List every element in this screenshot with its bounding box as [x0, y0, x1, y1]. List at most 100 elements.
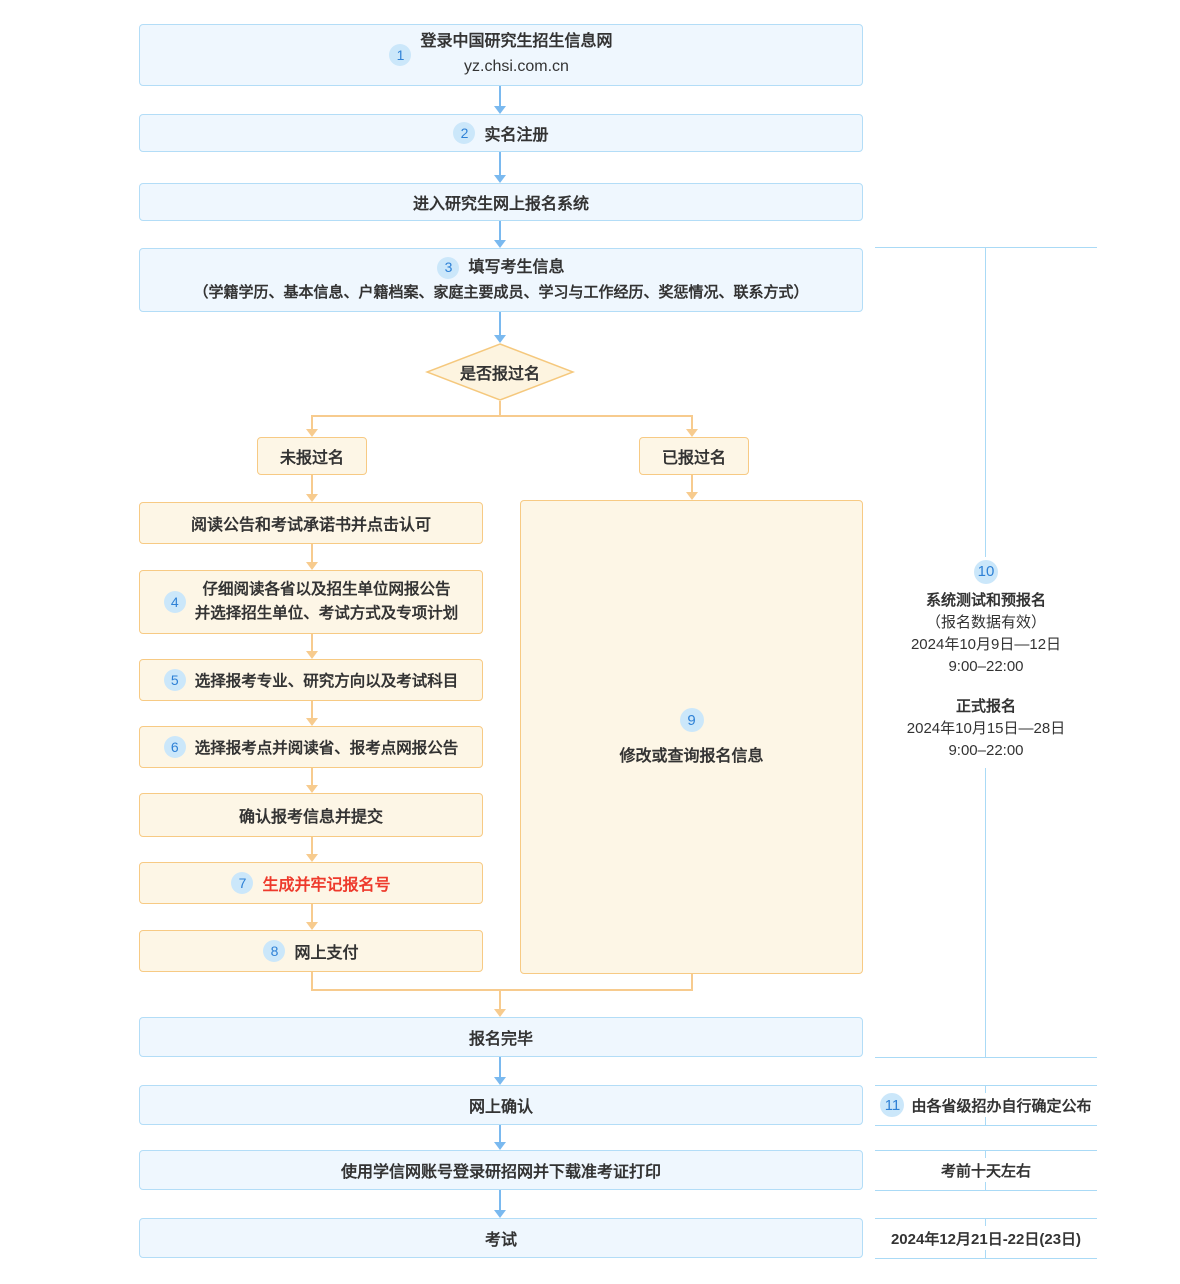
arrow-down-icon — [306, 634, 318, 659]
timeline-bracket-line — [875, 1150, 1097, 1151]
step-read-notice-label: 阅读公告和考试承诺书并点击认可 — [190, 517, 431, 534]
step-read-province-line2: 并选择招生单位、考试方式及专项计划 — [194, 605, 459, 622]
timeline-bracket-line — [875, 1125, 1097, 1126]
connector-line — [311, 989, 693, 991]
arrow-down-icon — [306, 475, 318, 502]
step-1-badge: 1 — [389, 44, 412, 66]
branch-not-registered-box: 未报过名 — [257, 437, 367, 475]
step-print-ticket-box: 使用学信网账号登录研招网并下载准考证打印 — [139, 1150, 863, 1190]
timeline-announce-row: 11 由各省级招办自行确定公布 — [875, 1093, 1097, 1117]
period-date-pre: 2024年10月9日—12日 — [910, 636, 1062, 653]
timeline-period-block: 10 系统测试和预报名 （报名数据有效） 2024年10月9日—12日 9:00… — [875, 560, 1097, 762]
step-register-label: 实名注册 — [484, 127, 549, 144]
step-fill-info-title: 填写考生信息 — [468, 258, 565, 276]
timeline-bracket-tick — [985, 1117, 986, 1125]
arrow-down-icon — [494, 1125, 506, 1150]
arrow-down-icon — [306, 768, 318, 793]
step-print-ticket-label: 使用学信网账号登录研招网并下载准考证打印 — [340, 1164, 661, 1181]
step-modify-query-label: 修改或查询报名信息 — [619, 748, 764, 765]
arrow-down-icon — [494, 1190, 506, 1218]
step-read-province-line1: 仔细阅读各省以及招生单位网报公告 — [202, 580, 451, 598]
arrow-down-icon — [306, 904, 318, 930]
branch-not-registered-label: 未报过名 — [279, 450, 344, 467]
branch-registered-label: 已报过名 — [661, 450, 726, 467]
connector-line — [499, 401, 501, 415]
period-note: （报名数据有效） — [925, 614, 1046, 631]
timeline-bracket-line — [875, 247, 1097, 248]
step-remember-number-box: 7 生成并牢记报名号 — [139, 862, 483, 904]
step-login-url: yz.chsi.com.cn — [464, 58, 569, 75]
step-enter-label: 进入研究生网上报名系统 — [412, 196, 589, 213]
timeline-bracket-line — [875, 1218, 1097, 1219]
step-4-badge: 4 — [163, 591, 186, 613]
step-pay-online-label: 网上支付 — [294, 945, 359, 962]
timeline-exam-date-label: 2024年12月21日-22日(23日) — [890, 1230, 1082, 1248]
timeline-exam-date-row: 2024年12月21日-22日(23日) — [875, 1226, 1097, 1250]
arrow-down-icon — [306, 837, 318, 862]
timeline-bracket-tick — [985, 1085, 986, 1093]
step-enter-system-box: 进入研究生网上报名系统 — [139, 183, 863, 221]
arrow-down-icon — [494, 152, 506, 183]
timeline-bracket-line — [985, 768, 986, 1057]
step-fill-info-box: 3 填写考生信息 （学籍学历、基本信息、户籍档案、家庭主要成员、学习与工作经历、… — [139, 248, 863, 312]
step-register-box: 2 实名注册 — [139, 114, 863, 152]
step-5-badge: 5 — [163, 669, 186, 691]
timeline-bracket-line — [875, 1258, 1097, 1259]
timeline-announce-label: 由各省级招办自行确定公布 — [911, 1097, 1092, 1115]
connector-line — [311, 415, 693, 417]
step-11-badge: 11 — [880, 1093, 905, 1117]
step-choose-major-label: 选择报考专业、研究方向以及考试科目 — [194, 673, 459, 690]
period-title-pre: 系统测试和预报名 — [925, 592, 1046, 609]
step-choose-site-box: 6 选择报考点并阅读省、报考点网报公告 — [139, 726, 483, 768]
step-online-confirm-label: 网上确认 — [468, 1099, 533, 1116]
arrow-down-icon — [494, 1057, 506, 1085]
timeline-ticket-row: 考前十天左右 — [875, 1158, 1097, 1182]
step-choose-site-label: 选择报考点并阅读省、报考点网报公告 — [194, 740, 459, 757]
timeline-bracket-line — [875, 1190, 1097, 1191]
timeline-bracket-tick — [985, 1218, 986, 1226]
step-pay-online-box: 8 网上支付 — [139, 930, 483, 972]
timeline-bracket-tick — [985, 1250, 986, 1258]
timeline-bracket-line — [875, 1085, 1097, 1086]
step-choose-major-box: 5 选择报考专业、研究方向以及考试科目 — [139, 659, 483, 701]
branch-registered-box: 已报过名 — [639, 437, 749, 475]
step-10-badge: 10 — [974, 560, 998, 584]
decision-label: 是否报过名 — [459, 366, 540, 383]
step-3-badge: 3 — [437, 256, 460, 279]
arrow-down-icon — [306, 544, 318, 570]
step-9-badge: 9 — [679, 708, 704, 732]
step-read-notice-box: 阅读公告和考试承诺书并点击认可 — [139, 502, 483, 544]
step-modify-query-box: 9 修改或查询报名信息 — [520, 500, 863, 974]
arrow-down-icon — [686, 415, 698, 437]
step-7-badge: 7 — [231, 872, 254, 894]
decision-registered-before: 是否报过名 — [425, 343, 575, 401]
timeline-bracket-tick — [985, 1150, 986, 1158]
step-done-label: 报名完毕 — [468, 1031, 533, 1048]
step-done-box: 报名完毕 — [139, 1017, 863, 1057]
step-login-box: 1 登录中国研究生招生信息网 yz.chsi.com.cn — [139, 24, 863, 86]
step-fill-info-detail: （学籍学历、基本信息、户籍档案、家庭主要成员、学习与工作经历、奖惩情况、联系方式… — [193, 283, 809, 301]
period-time-formal: 9:00–22:00 — [948, 742, 1024, 759]
arrow-down-icon — [494, 221, 506, 248]
step-6-badge: 6 — [163, 736, 186, 758]
connector-line — [691, 974, 693, 991]
arrow-down-icon — [494, 86, 506, 114]
step-confirm-submit-box: 确认报考信息并提交 — [139, 793, 483, 837]
step-8-badge: 8 — [263, 940, 286, 962]
step-confirm-submit-label: 确认报考信息并提交 — [238, 809, 383, 826]
period-time-pre: 9:00–22:00 — [948, 658, 1024, 675]
diamond-shape-icon — [425, 343, 575, 401]
period-title-formal: 正式报名 — [955, 698, 1016, 715]
timeline-ticket-label: 考前十天左右 — [940, 1162, 1031, 1180]
timeline-bracket-line — [985, 247, 986, 557]
step-exam-label: 考试 — [484, 1232, 517, 1249]
step-remember-number-label: 生成并牢记报名号 — [262, 877, 391, 894]
timeline-bracket-tick — [985, 1182, 986, 1190]
step-read-province-box: 4 仔细阅读各省以及招生单位网报公告 并选择招生单位、考试方式及专项计划 — [139, 570, 483, 634]
step-2-badge: 2 — [453, 122, 476, 144]
arrow-down-icon — [494, 991, 506, 1017]
arrow-down-icon — [306, 701, 318, 726]
arrow-down-icon — [686, 475, 698, 500]
period-date-formal: 2024年10月15日—28日 — [906, 720, 1066, 737]
